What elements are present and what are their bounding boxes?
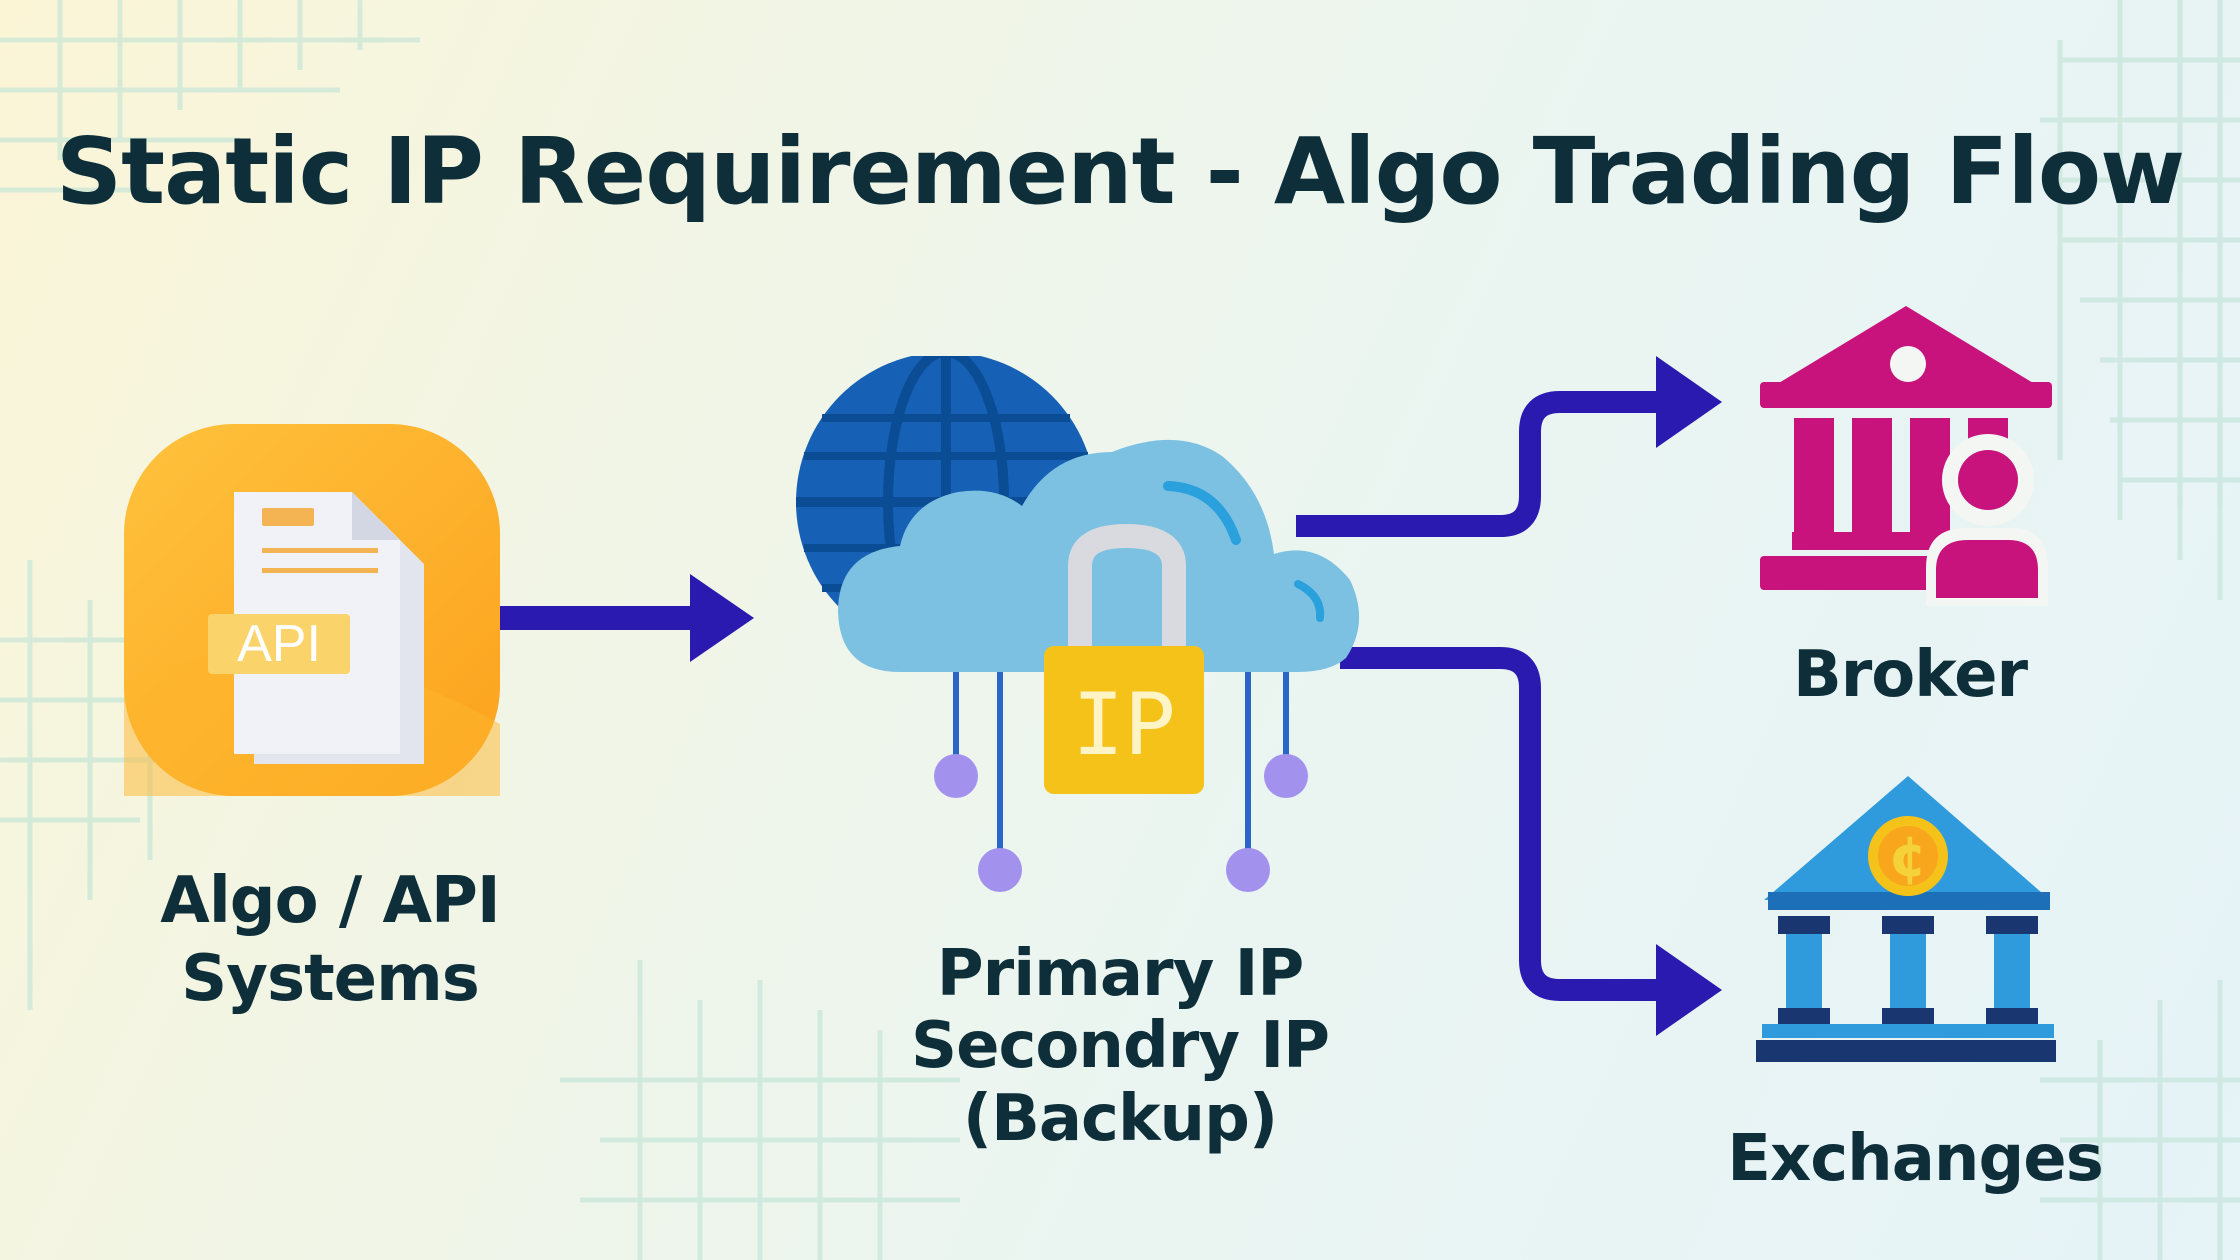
api-label-line-1: Algo / API [160,864,500,938]
ip-label-line-3: (Backup) [962,1081,1278,1156]
cloud-icon [838,439,1360,672]
api-label-line-2: Systems [181,942,480,1017]
arrow-api-to-ip [498,574,754,662]
api-node: API [124,424,500,796]
arrow-ip-to-broker [1296,356,1722,537]
svg-text:¢: ¢ [1889,825,1928,890]
broker-label: Broker [1792,638,2028,712]
ip-node: IP [790,356,1360,896]
ip-label-line-1: Primary IP [936,937,1305,1011]
ip-node-label: Primary IP Secondry IP (Backup) [850,938,1390,1155]
bank-person-icon [1760,306,2052,606]
lock-icon: IP [1044,523,1204,794]
api-document-icon: API [124,424,500,796]
arrow-ip-to-exchanges [1340,647,1722,1036]
ip-label-line-2: Secondry IP [910,1009,1330,1084]
ip-badge-text: IP [1072,675,1176,775]
exchanges-label: Exchanges [1727,1122,2104,1196]
api-node-label: Algo / API Systems [120,862,540,1018]
api-badge-text: API [237,615,321,673]
cloud-lock-globe-icon: IP [796,356,1360,892]
bank-coin-icon: ¢ [1756,776,2056,1062]
broker-node [1756,306,2056,606]
page-title: Static IP Requirement - Algo Trading Flo… [55,118,2185,225]
exchanges-node: ¢ [1756,776,2056,1076]
